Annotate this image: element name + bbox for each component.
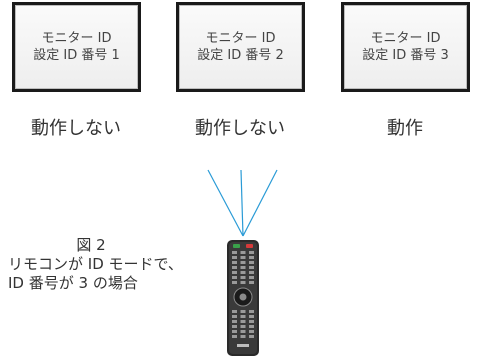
- remote-control-icon: [227, 240, 259, 356]
- monitor-3-status: 動作: [387, 118, 423, 139]
- monitor-2-status: 動作しない: [195, 118, 285, 139]
- monitor-1-id-label: 設定 ID 番号 1: [33, 48, 120, 63]
- monitor-2-title: モニター ID: [205, 31, 276, 46]
- monitor-3: モニター ID 設定 ID 番号 3: [341, 2, 470, 92]
- signal-line-center: [240, 169, 244, 237]
- signal-line-right: [242, 169, 278, 237]
- caption-line-1: リモコンが ID モードで、: [8, 255, 183, 273]
- monitor-1: モニター ID 設定 ID 番号 1: [12, 2, 141, 92]
- caption-line-2: ID 番号が 3 の場合: [8, 274, 138, 292]
- monitor-1-status: 動作しない: [31, 118, 121, 139]
- monitor-2: モニター ID 設定 ID 番号 2: [176, 2, 305, 92]
- figure-number: 図 2: [76, 236, 106, 254]
- signal-line-left: [207, 169, 244, 237]
- monitor-3-id-label: 設定 ID 番号 3: [362, 48, 449, 63]
- monitor-2-id-label: 設定 ID 番号 2: [197, 48, 284, 63]
- monitor-1-title: モニター ID: [41, 31, 112, 46]
- figure-caption: 図 2 リモコンが ID モードで、 ID 番号が 3 の場合: [8, 236, 218, 293]
- monitor-3-title: モニター ID: [370, 31, 441, 46]
